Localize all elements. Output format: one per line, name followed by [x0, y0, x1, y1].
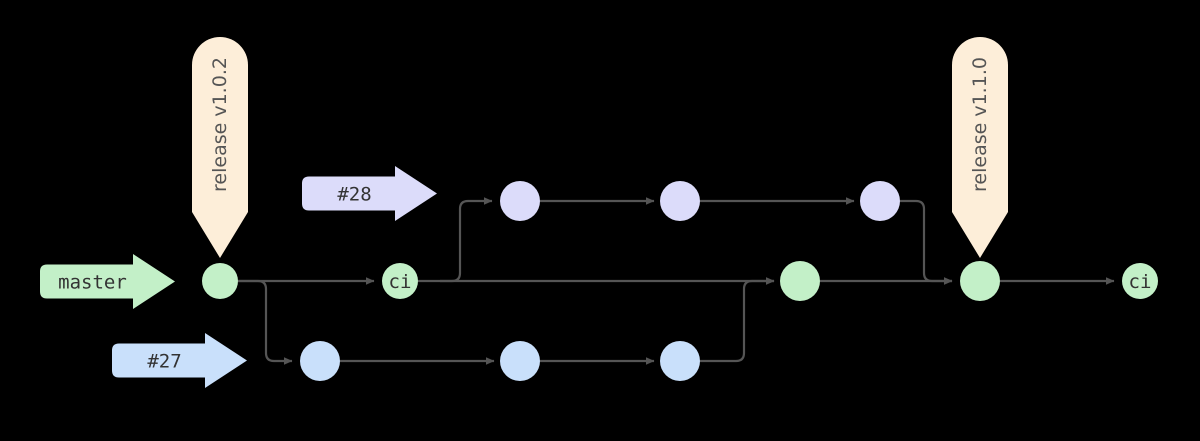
- tag-label: release v1.1.0: [969, 57, 991, 192]
- commit-node-c-ci-2[interactable]: ci: [1122, 263, 1158, 299]
- edge-e-branch-27: [238, 279, 293, 365]
- branch-arrows-group: master #28 #27: [40, 166, 437, 388]
- commit-circle: [300, 341, 340, 381]
- commit-node-c-pr28-3[interactable]: [860, 181, 900, 221]
- edge-e-merge-28-down: [900, 199, 953, 285]
- commit-circle: [780, 261, 820, 301]
- commit-node-c-pr27-3[interactable]: [660, 341, 700, 381]
- branch-arrow-pr27-arrow[interactable]: #27: [112, 333, 247, 388]
- commit-label: ci: [1129, 271, 1152, 293]
- commit-node-c-merge-28[interactable]: [960, 261, 1000, 301]
- commit-circle: [660, 181, 700, 221]
- commit-node-c-pr28-2[interactable]: [660, 181, 700, 221]
- commit-node-c-pr27-2[interactable]: [500, 341, 540, 381]
- commits-group: ci ci: [202, 181, 1158, 381]
- commit-node-c-master-1[interactable]: [202, 263, 238, 299]
- tags-group: release v1.0.2 release v1.1.0: [192, 37, 1008, 258]
- edge-e-branch-28: [440, 197, 493, 283]
- tag-label: release v1.0.2: [209, 57, 231, 192]
- commit-circle: [660, 341, 700, 381]
- commit-circle: [960, 261, 1000, 301]
- branch-arrow-master-arrow[interactable]: master: [40, 254, 175, 309]
- commit-node-c-pr27-1[interactable]: [300, 341, 340, 381]
- release-tag-1[interactable]: release v1.0.2: [192, 37, 248, 258]
- commit-node-c-ci-1[interactable]: ci: [382, 263, 418, 299]
- commit-circle: [860, 181, 900, 221]
- branch-arrow-shape: [302, 166, 437, 221]
- branch-arrow-shape: [112, 333, 247, 388]
- commit-circle: [1122, 263, 1158, 299]
- tag-shape: [952, 37, 1008, 258]
- commit-node-c-merge-27[interactable]: [780, 261, 820, 301]
- release-tag-2[interactable]: release v1.1.0: [952, 37, 1008, 258]
- edges-group: [238, 197, 1115, 365]
- edge-e-merge-27-up: [700, 277, 775, 363]
- branch-arrow-pr28-arrow[interactable]: #28: [302, 166, 437, 221]
- branch-arrow-shape: [40, 254, 175, 309]
- commit-label: ci: [389, 271, 412, 293]
- branch-arrow-label: #28: [337, 184, 371, 206]
- tag-shape: [192, 37, 248, 258]
- branch-arrow-label: master: [58, 272, 127, 294]
- commit-node-c-pr28-1[interactable]: [500, 181, 540, 221]
- commit-circle: [382, 263, 418, 299]
- branch-arrow-label: #27: [147, 351, 181, 373]
- commit-circle: [500, 181, 540, 221]
- commit-circle: [500, 341, 540, 381]
- commit-circle: [202, 263, 238, 299]
